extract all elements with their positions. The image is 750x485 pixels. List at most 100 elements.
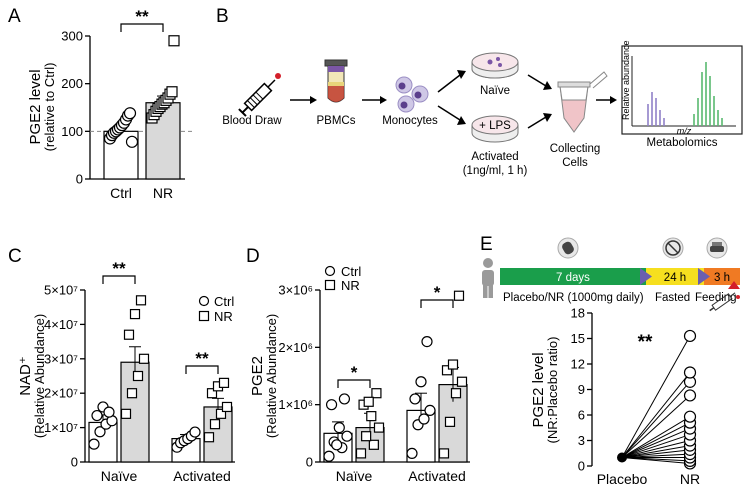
- monocytes-label: Monocytes: [382, 115, 438, 127]
- e-paired-line: [621, 453, 691, 458]
- timeline-fasted-label: Fasted: [655, 292, 690, 304]
- d-ylabel-2: (Relative Abundance): [264, 314, 279, 438]
- d-point: [456, 376, 468, 387]
- e-paired-line: [621, 335, 691, 458]
- arrow-collect-2: [527, 116, 547, 129]
- timeline-3h-label: 3 h: [714, 272, 730, 284]
- a-y-tick-label: 200: [61, 76, 83, 91]
- e-y-tick-label: 0: [578, 459, 585, 474]
- timeline-24h-label: 24 h: [664, 272, 686, 284]
- e-paired-line: [621, 445, 691, 458]
- d-point: [338, 393, 351, 405]
- d-point: [415, 376, 427, 388]
- a-point: [166, 86, 178, 98]
- e-nr-point: [683, 329, 697, 343]
- d-point: [366, 411, 377, 422]
- c-point: [206, 388, 218, 399]
- c-y-tick-label: 1×10⁷: [44, 420, 78, 435]
- arrow-naive-head: [457, 70, 466, 79]
- a-x-tick-label: Ctrl: [110, 185, 132, 201]
- c-point: [215, 408, 227, 419]
- d-point: [333, 422, 345, 434]
- e-paired-line: [621, 434, 691, 458]
- c-legend-marker-ctrl: [198, 295, 210, 307]
- c-point: [91, 409, 103, 422]
- timeline-marker-1: [640, 268, 652, 285]
- c-point: [94, 426, 106, 438]
- activated-dish-icon: [471, 115, 519, 143]
- e-ylabel: PGE2 level: [530, 352, 547, 427]
- c-point: [120, 408, 132, 419]
- person-icon: [482, 258, 494, 298]
- d-point: [361, 431, 372, 442]
- arrow-naive: [437, 74, 461, 93]
- mass-spectrum-icon: Relative abundance m/z: [621, 40, 743, 136]
- e-nr-point: [683, 389, 697, 402]
- pbmcs-label: PBMCs: [317, 115, 356, 127]
- d-point: [325, 399, 338, 411]
- d-sig-bracket: [420, 299, 454, 308]
- panel-letter-c: C: [8, 246, 22, 267]
- d-point: [441, 365, 453, 376]
- timeline-marker-2: [698, 268, 710, 285]
- c-x-tick-label: Naïve: [101, 468, 138, 484]
- d-point: [368, 439, 379, 450]
- c-point: [123, 329, 135, 340]
- e-y-tick-label: 15: [571, 331, 585, 346]
- d-point: [409, 393, 421, 405]
- d-y-tick-label: 1×10⁶: [278, 397, 313, 412]
- meal-icon: [706, 237, 728, 259]
- e-paired-line: [621, 440, 691, 458]
- a-x-tick-label: NR: [153, 185, 173, 201]
- c-ylabel: NAD⁺: [17, 356, 34, 396]
- d-y-tick-label: 2×10⁶: [278, 340, 313, 355]
- c-y-tick-label: 2×10⁷: [44, 386, 78, 401]
- timeline-24h-bar: [646, 268, 704, 285]
- activated-label: Activated: [471, 151, 518, 163]
- e-paired-line: [621, 449, 691, 458]
- c-point: [203, 432, 215, 443]
- d-point: [406, 447, 418, 459]
- timeline-placebo-label: Placebo/NR (1000mg daily): [503, 292, 644, 304]
- d-point: [438, 448, 450, 459]
- d-point: [341, 430, 353, 442]
- d-point: [421, 336, 433, 348]
- c-legend-marker-nr: [198, 310, 210, 322]
- c-sig-label: **: [112, 259, 126, 278]
- small-syringe-icon: [709, 292, 736, 312]
- panel-letter-b: B: [216, 6, 229, 27]
- a-sig-bracket: [120, 23, 164, 32]
- d-point: [323, 450, 335, 462]
- e-placebo-point: [617, 452, 627, 463]
- c-point: [88, 438, 100, 450]
- d-point: [373, 422, 385, 433]
- c-point: [221, 401, 233, 413]
- c-sig-bracket: [102, 275, 136, 284]
- panel-letter-a: A: [8, 6, 21, 27]
- c-sig-bracket: [185, 365, 219, 374]
- d-sig-label: *: [434, 283, 441, 302]
- c-y-tick-label: 4×10⁷: [44, 317, 78, 332]
- monocytes-icon: [395, 76, 429, 113]
- d-y-tick-label: 3×10⁶: [278, 283, 313, 298]
- c-legend-label-ctrl: Ctrl: [214, 294, 234, 309]
- e-y-tick-label: 6: [578, 408, 585, 423]
- d-point: [371, 388, 382, 399]
- a-point: [123, 107, 137, 120]
- d-point: [453, 290, 465, 301]
- d-point: [355, 448, 367, 459]
- e-paired-line: [621, 422, 691, 458]
- blood-draw-label: Blood Draw: [222, 115, 282, 127]
- e-paired-line: [621, 428, 691, 458]
- arrow-collect-2-head: [543, 113, 552, 122]
- c-point: [218, 377, 230, 388]
- d-legend-marker-ctrl: [324, 265, 336, 277]
- pill-icon: [557, 237, 579, 259]
- d-point: [418, 413, 430, 425]
- a-point: [168, 35, 180, 47]
- e-x-tick-label: Placebo: [597, 471, 648, 485]
- arrow-1-head: [310, 96, 317, 104]
- arrow-ms-head: [610, 96, 617, 104]
- cells-label: Cells: [562, 157, 588, 169]
